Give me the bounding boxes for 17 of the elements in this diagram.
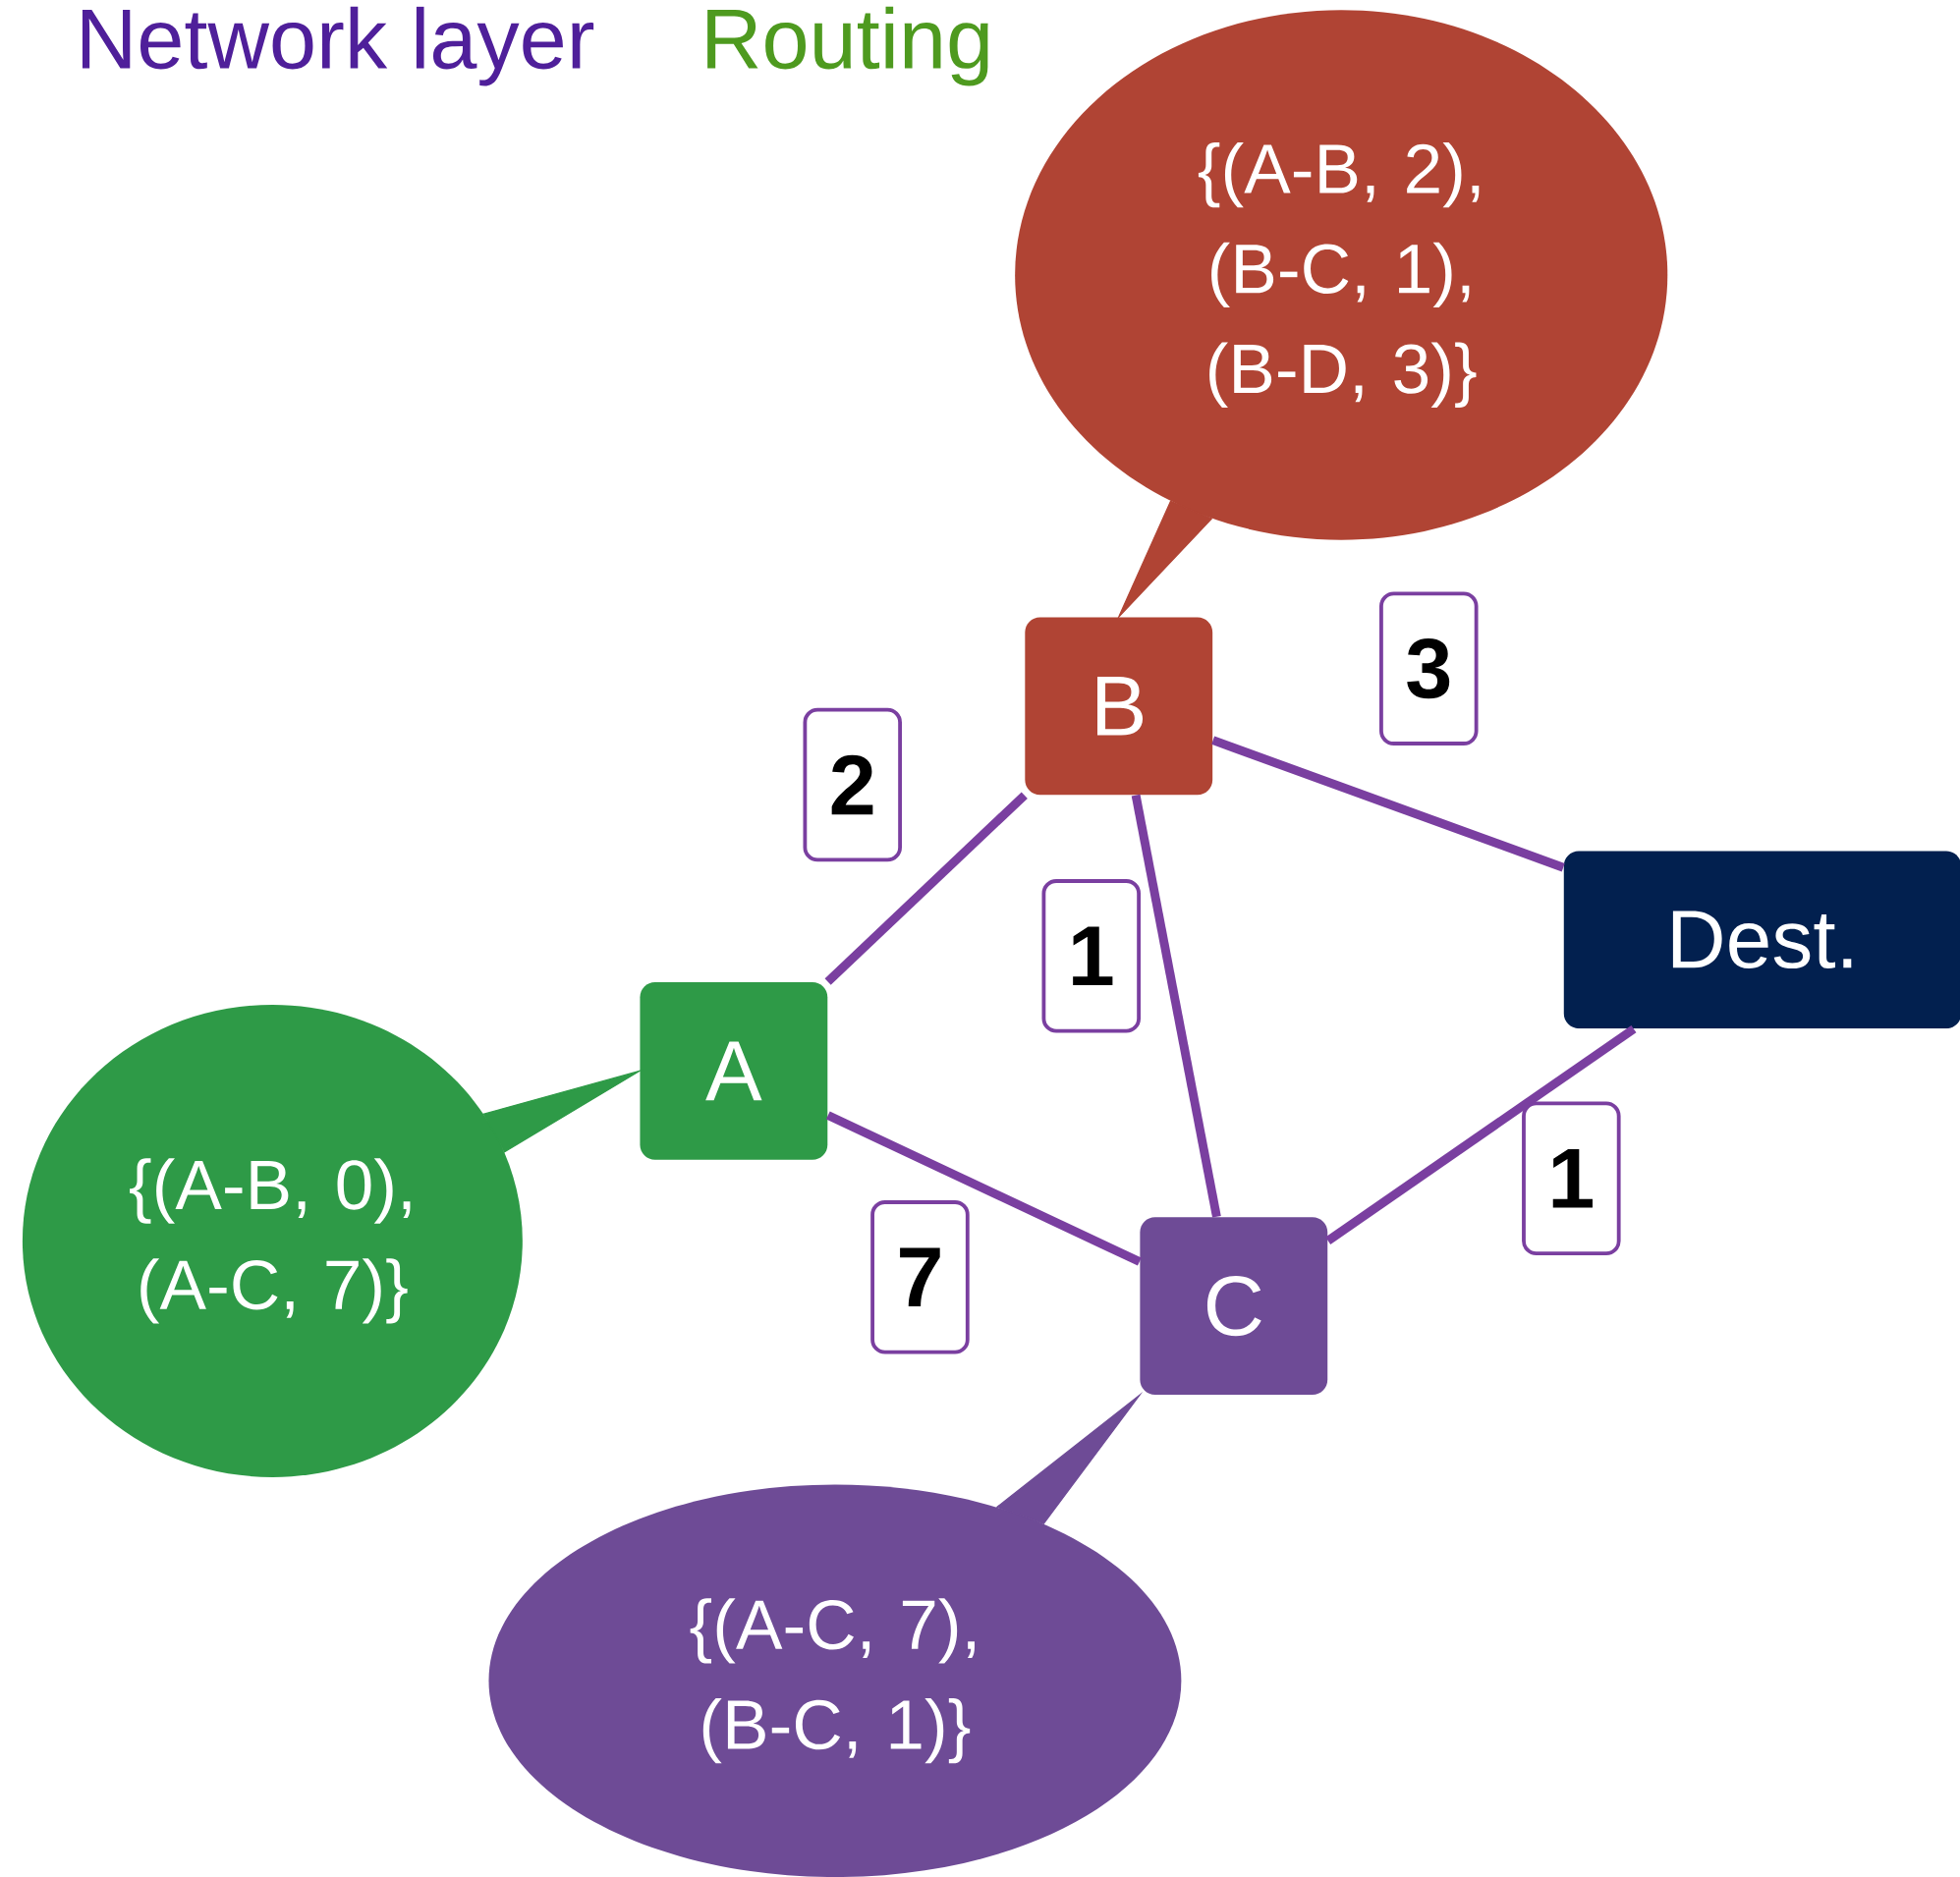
link-line bbox=[824, 792, 1028, 985]
speech-bubble: {(A-C, 7), (B-C, 1)} bbox=[488, 1484, 1182, 1877]
speech-bubble: {(A-B, 2), (B-C, 1), (B-D, 3)} bbox=[1015, 10, 1668, 540]
link-line bbox=[825, 1111, 1142, 1266]
link-line bbox=[1211, 736, 1565, 872]
weight-label: 1 bbox=[1552, 1149, 1593, 1208]
weight-label: 1 bbox=[1073, 926, 1113, 986]
weight-label: 7 bbox=[900, 1247, 940, 1307]
speech-bubble: {(A-B, 0), (A-C, 7)} bbox=[22, 1004, 523, 1477]
destination-box: Dest. bbox=[1563, 851, 1960, 1029]
weight-label: 3 bbox=[1407, 638, 1450, 699]
link-line bbox=[1325, 1024, 1637, 1244]
title-text: Network layer bbox=[82, 6, 594, 86]
link-line bbox=[1131, 794, 1221, 1218]
weight-label: 2 bbox=[831, 754, 873, 815]
router-box: A bbox=[640, 982, 828, 1160]
router-box: C bbox=[1140, 1217, 1328, 1395]
